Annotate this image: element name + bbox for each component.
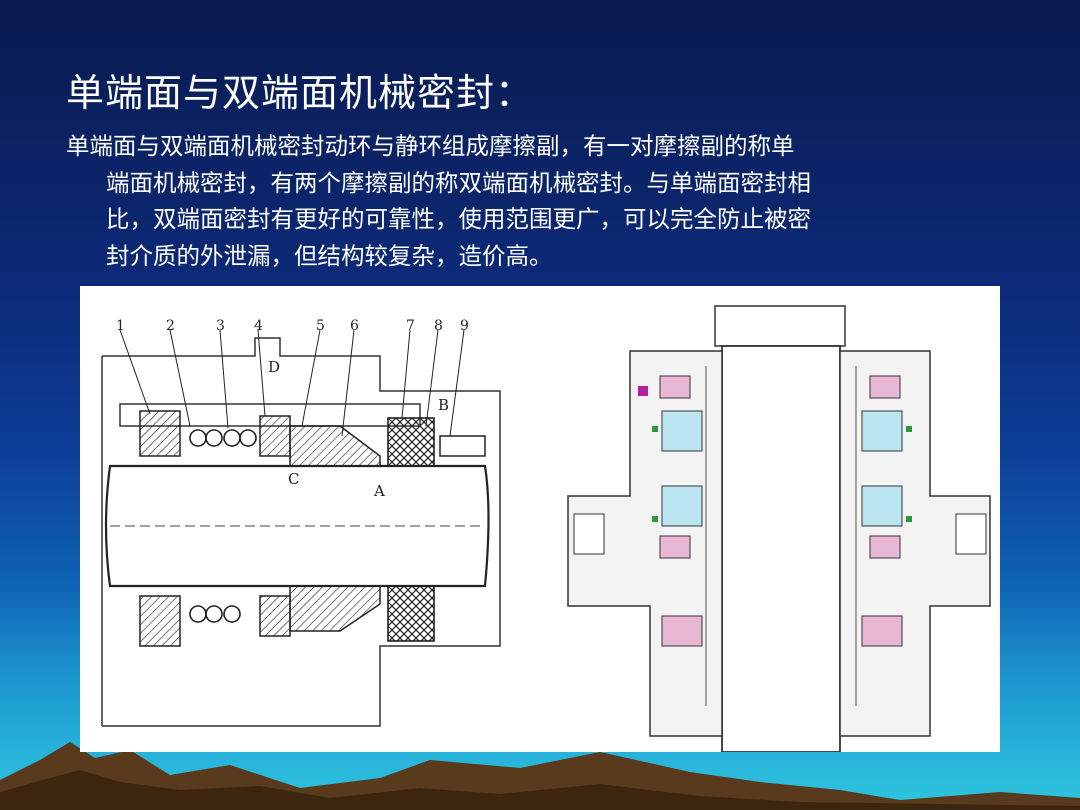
slide-title: 单端面与双端面机械密封： bbox=[66, 71, 535, 115]
body-line-1: 单端面与双端面机械密封动环与静环组成摩擦副，有一对摩擦副的称单 bbox=[66, 132, 795, 160]
double-seal-diagram bbox=[567, 305, 991, 752]
part-number-2: 2 bbox=[166, 318, 175, 334]
part-number-1: 1 bbox=[116, 318, 125, 334]
body-line-4: 封介质的外泄漏，但结构较复杂，造价高。 bbox=[106, 241, 553, 270]
part-number-8: 8 bbox=[434, 318, 443, 334]
part-number-4: 4 bbox=[254, 318, 263, 334]
single-seal-diagram: 1 2 3 4 5 6 7 8 9 D B C A bbox=[101, 318, 501, 727]
part-number-3: 3 bbox=[216, 318, 225, 334]
part-number-7: 7 bbox=[406, 318, 415, 334]
part-number-6: 6 bbox=[350, 318, 359, 334]
body-line-3: 比，双端面密封有更好的可靠性，使用范围更广，可以完全防止被密 bbox=[106, 205, 811, 233]
region-label-a: A bbox=[373, 482, 385, 500]
body-line-2: 端面机械密封，有两个摩擦副的称双端面机械密封。与单端面密封相 bbox=[106, 168, 811, 197]
region-label-d: D bbox=[268, 358, 280, 376]
part-number-5: 5 bbox=[316, 318, 325, 334]
region-label-b: B bbox=[438, 396, 449, 414]
region-label-c: C bbox=[288, 470, 299, 488]
slide-body: 单端面与双端面机械密封动环与静环组成摩擦副，有一对摩擦副的称单 端面机械密封，有… bbox=[66, 128, 1016, 274]
part-number-9: 9 bbox=[460, 318, 469, 334]
mountain-silhouette bbox=[0, 742, 1080, 810]
figure-panel: 1 2 3 4 5 6 7 8 9 D B C A bbox=[80, 286, 1000, 752]
